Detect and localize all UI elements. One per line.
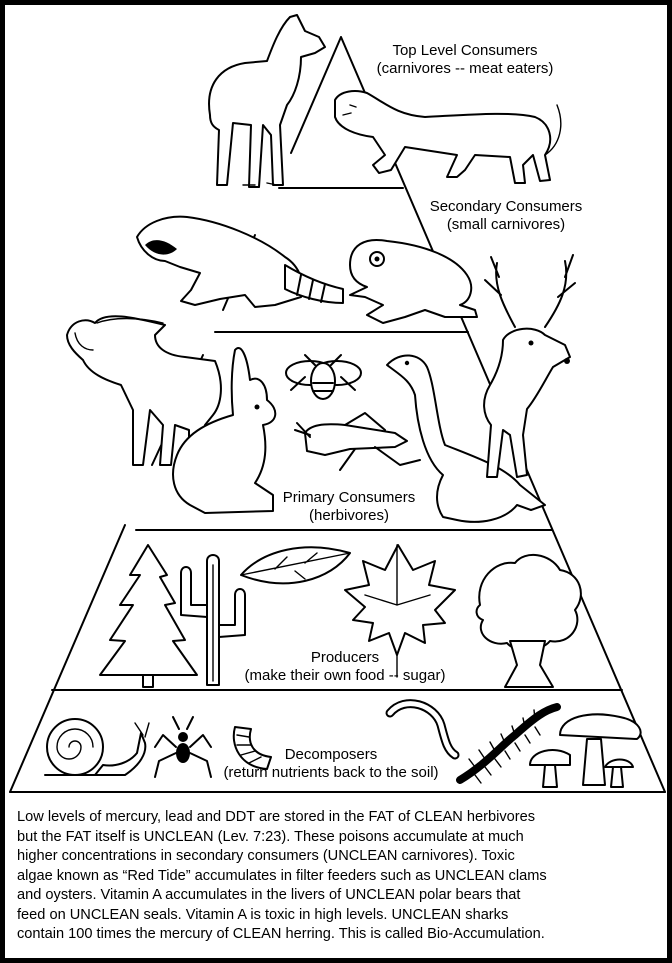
cactus-icon [180, 554, 246, 686]
frog-icon [349, 239, 478, 324]
food-pyramid-diagram: Top Level Consumers (carnivores -- meat … [5, 5, 667, 958]
caption-line: feed on UNCLEAN seals. Vitamin A is toxi… [17, 906, 509, 923]
primary-level-subtitle: (herbivores) [308, 507, 390, 524]
millipede-icon [456, 703, 561, 784]
worm-icon [385, 699, 460, 760]
goose-icon [386, 354, 546, 523]
top-level-title: Top Level Consumers [392, 42, 538, 59]
raccoon-icon [136, 215, 344, 308]
caption-line: and oysters. Vitamin A accumulates in th… [17, 887, 521, 903]
wolf-icon [208, 14, 326, 188]
caption-line: but the FAT itself is UNCLEAN (Lev. 7:23… [17, 828, 524, 845]
producers-level-title: Producers [310, 649, 380, 666]
pyramid-drawing [9, 14, 666, 793]
pine-tree-icon [99, 544, 198, 688]
grasshopper-icon [294, 412, 421, 471]
cougar-icon [334, 90, 562, 184]
decomposers-level-label: Decomposers (return nutrients back to th… [191, 746, 471, 782]
caption-line: contain 100 times the mercury of CLEAN h… [17, 926, 545, 942]
caption-line: algae known as “Red Tide” accumulates in… [17, 867, 547, 884]
primary-level-title: Primary Consumers [282, 489, 416, 506]
deer-icon [483, 254, 576, 478]
top-level-label: Top Level Consumers (carnivores -- meat … [365, 42, 565, 78]
producers-level-label: Producers (make their own food -- sugar) [225, 649, 465, 685]
caption-line: higher concentrations in secondary consu… [17, 848, 515, 864]
producers-level-subtitle: (make their own food -- sugar) [244, 667, 446, 684]
secondary-level-title: Secondary Consumers [429, 198, 583, 215]
spider-icon [154, 716, 212, 778]
caption-text: Low levels of mercury, lead and DDT are … [17, 808, 662, 945]
decomposers-level-title: Decomposers [284, 746, 378, 763]
secondary-level-label: Secondary Consumers (small carnivores) [417, 198, 595, 234]
mushroom-icon [529, 713, 642, 788]
primary-level-label: Primary Consumers (herbivores) [260, 489, 438, 525]
secondary-level-subtitle: (small carnivores) [446, 216, 566, 233]
grub-icon [232, 726, 272, 770]
oak-tree-icon [475, 554, 582, 688]
wildebeest-icon [66, 315, 222, 466]
top-level-subtitle: (carnivores -- meat eaters) [376, 60, 554, 77]
caption-line: Low levels of mercury, lead and DDT are … [17, 809, 536, 825]
maple-leaf-icon [344, 544, 456, 678]
rabbit-icon [172, 347, 277, 514]
snail-icon [44, 718, 150, 776]
leaf-icon [240, 546, 351, 585]
decomposers-level-subtitle: (return nutrients back to the soil) [223, 764, 439, 781]
bee-icon [285, 354, 362, 400]
